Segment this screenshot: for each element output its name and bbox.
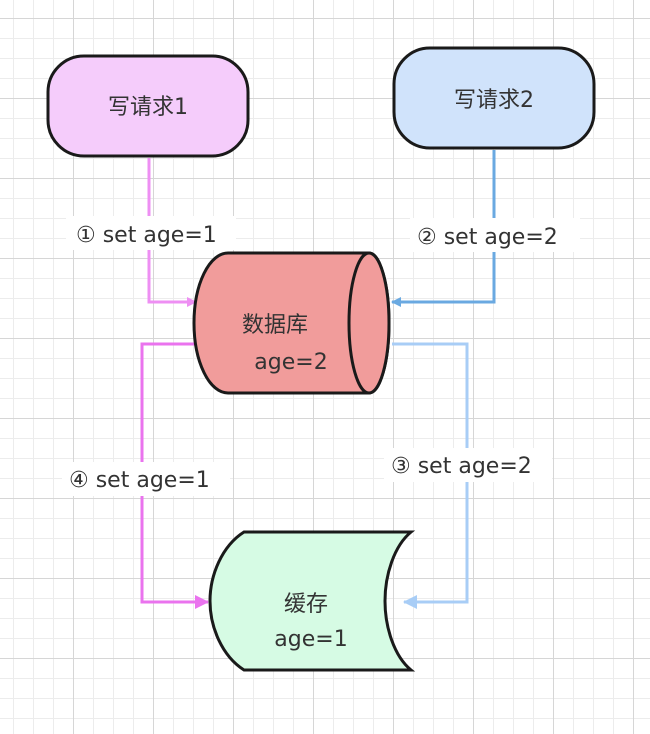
edge-step2-line <box>391 150 496 307</box>
edge-step2: ② set age=2 <box>391 150 580 307</box>
write-request-1-label: 写请求1 <box>108 95 188 120</box>
cache-value: age=1 <box>274 627 347 652</box>
edge-step4: ④ set age=1 <box>62 342 230 609</box>
edge-step3-label: ③ set age=2 <box>391 454 532 479</box>
cache-label: 缓存 <box>284 592 328 617</box>
edge-step1-label: ① set age=1 <box>76 223 217 248</box>
edge-step2-label: ② set age=2 <box>417 225 558 250</box>
edge-step3: ③ set age=2 <box>384 342 552 609</box>
cache-shape <box>208 530 416 672</box>
edge-step1-line <box>147 158 197 307</box>
edge-step4-label: ④ set age=1 <box>69 468 210 493</box>
write-request-2-shape <box>392 46 596 150</box>
node-write-request-2: 写请求2 <box>392 46 596 150</box>
database-value: age=2 <box>254 350 327 375</box>
edge-step1: ① set age=1 <box>66 158 236 307</box>
write-request-1-shape <box>46 54 250 158</box>
node-cache: 缓存 age=1 <box>208 530 416 672</box>
database-end-cap <box>347 251 391 395</box>
node-write-request-1: 写请求1 <box>46 54 250 158</box>
database-label: 数据库 <box>242 313 308 338</box>
node-database: 数据库 age=2 <box>192 251 391 395</box>
write-request-2-label: 写请求2 <box>454 88 534 113</box>
